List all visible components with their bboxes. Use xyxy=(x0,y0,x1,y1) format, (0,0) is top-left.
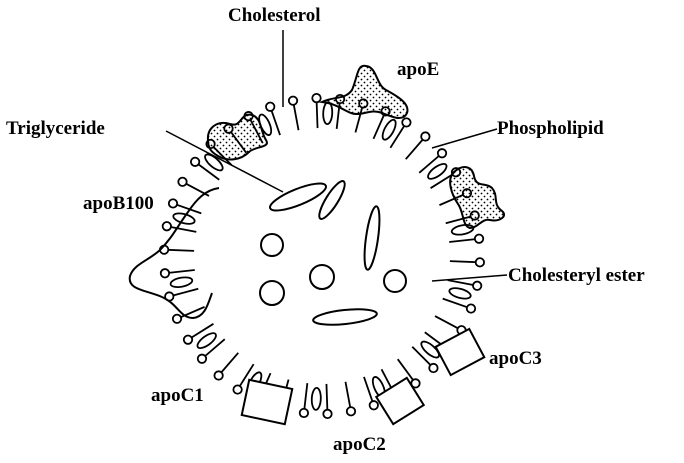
phospholipid-head xyxy=(475,235,483,243)
apoE-protein xyxy=(450,167,504,228)
phospholipid-head xyxy=(312,94,320,102)
phospholipid-head xyxy=(169,199,177,207)
cholesteryl-ester-leader xyxy=(432,275,507,281)
phospholipid-head xyxy=(473,282,481,290)
phospholipid-head xyxy=(429,364,437,372)
cholesterol-molecule xyxy=(323,102,333,124)
label-cholesteryl-ester: Cholesteryl ester xyxy=(508,266,645,285)
phospholipid-head xyxy=(161,269,169,277)
label-phospholipid: Phospholipid xyxy=(497,119,604,138)
phospholipid-leader xyxy=(432,129,497,148)
phospholipid-head xyxy=(323,410,331,418)
phospholipid-head xyxy=(438,149,446,157)
label-triglyceride: Triglyceride xyxy=(6,119,105,138)
core-triglyceride xyxy=(312,307,377,328)
phospholipid-head xyxy=(370,401,378,409)
core-cholesteryl-ester xyxy=(310,265,334,289)
core-cholesteryl-ester xyxy=(260,281,284,305)
phospholipid-head xyxy=(198,355,206,363)
apoC-proteins xyxy=(242,329,485,424)
lipid-core xyxy=(260,178,406,327)
label-apoB100: apoB100 xyxy=(83,194,154,213)
cholesterol-molecule xyxy=(311,388,321,410)
core-cholesteryl-ester xyxy=(261,234,283,256)
cholesterol-molecule xyxy=(448,286,472,300)
phospholipid-head xyxy=(289,96,297,104)
phospholipid-head xyxy=(467,304,475,312)
apoE-protein xyxy=(322,66,407,118)
phospholipid-head xyxy=(233,385,241,393)
apoC1-protein xyxy=(242,380,293,424)
core-triglyceride xyxy=(362,205,383,270)
phospholipid-head xyxy=(173,315,181,323)
phospholipid-head xyxy=(300,409,308,417)
label-apoC2: apoC2 xyxy=(333,435,386,454)
phospholipid-head xyxy=(191,158,199,166)
phospholipid-head xyxy=(178,178,186,186)
phospholipid-head xyxy=(214,371,222,379)
phospholipid-head xyxy=(476,258,484,266)
apoE-proteins xyxy=(208,66,504,228)
phospholipid-head xyxy=(184,336,192,344)
core-cholesteryl-ester xyxy=(384,270,406,292)
label-cholesterol: Cholesterol xyxy=(228,6,321,25)
phospholipid-head xyxy=(163,222,171,230)
phospholipid-head xyxy=(402,118,410,126)
label-apoC3: apoC3 xyxy=(489,349,542,368)
phospholipid-head xyxy=(266,103,274,111)
cholesterol-molecule xyxy=(170,276,193,289)
label-apoE: apoE xyxy=(397,60,439,79)
apoC3-protein xyxy=(436,329,485,375)
phospholipid-head xyxy=(347,407,355,415)
phospholipid-head xyxy=(421,132,429,140)
label-apoC1: apoC1 xyxy=(151,386,204,405)
apoE-protein xyxy=(208,115,267,160)
